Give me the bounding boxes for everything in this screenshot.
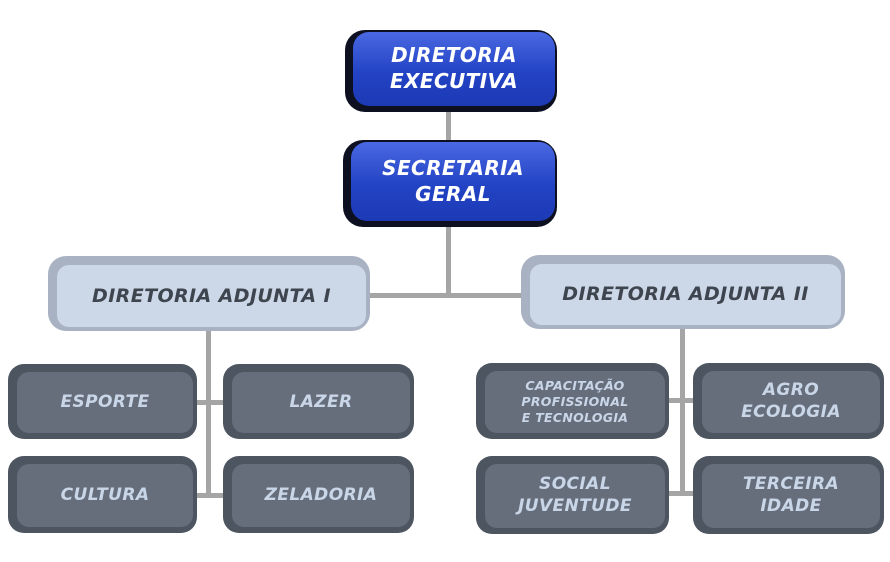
- org-node-secretaria-geral: SECRETARIA GERAL: [343, 140, 557, 227]
- org-node-label: AGRO ECOLOGIA: [702, 371, 880, 433]
- connector-secretaria-bus: [446, 220, 451, 298]
- org-node-label: DIRETORIA ADJUNTA I: [57, 265, 366, 327]
- connector-trunk-adjunta1: [206, 328, 211, 498]
- org-node-terceira-idade: TERCEIRA IDADE: [693, 456, 884, 534]
- org-node-label: DIRETORIA EXECUTIVA: [353, 32, 555, 106]
- org-node-diretoria-adjunta-2: DIRETORIA ADJUNTA II: [521, 255, 845, 329]
- org-node-label: ZELADORIA: [232, 464, 410, 527]
- org-node-diretoria-adjunta-1: DIRETORIA ADJUNTA I: [48, 256, 370, 331]
- org-node-cultura: CULTURA: [8, 456, 197, 533]
- org-node-agroecologia: AGRO ECOLOGIA: [693, 363, 884, 439]
- connector-trunk-adjunta2: [680, 326, 685, 496]
- connector-esporte-lazer: [190, 400, 230, 405]
- org-node-esporte: ESPORTE: [8, 364, 197, 439]
- connector-bus-adjuntas: [364, 293, 530, 298]
- org-node-lazer: LAZER: [223, 364, 414, 439]
- org-node-diretoria-executiva: DIRETORIA EXECUTIVA: [345, 30, 557, 112]
- connector-capacitacao-agro: [660, 398, 702, 403]
- org-node-label: CAPACITAÇÃO PROFISSIONAL E TECNOLOGIA: [485, 371, 665, 433]
- org-node-label: SECRETARIA GERAL: [351, 142, 555, 221]
- org-node-label: SOCIAL JUVENTUDE: [485, 464, 665, 528]
- org-node-label: TERCEIRA IDADE: [702, 464, 880, 528]
- org-node-zeladoria: ZELADORIA: [223, 456, 414, 533]
- org-node-capacitacao-profissional-tecnologia: CAPACITAÇÃO PROFISSIONAL E TECNOLOGIA: [476, 363, 669, 439]
- org-node-label: ESPORTE: [17, 372, 193, 433]
- connector-executiva-secretaria: [446, 105, 451, 150]
- org-node-label: CULTURA: [17, 464, 193, 527]
- org-node-social-juventude: SOCIAL JUVENTUDE: [476, 456, 669, 534]
- org-node-label: DIRETORIA ADJUNTA II: [530, 264, 841, 325]
- connector-cultura-zeladoria: [190, 493, 230, 498]
- org-node-label: LAZER: [232, 372, 410, 433]
- connector-social-terceira: [660, 491, 702, 496]
